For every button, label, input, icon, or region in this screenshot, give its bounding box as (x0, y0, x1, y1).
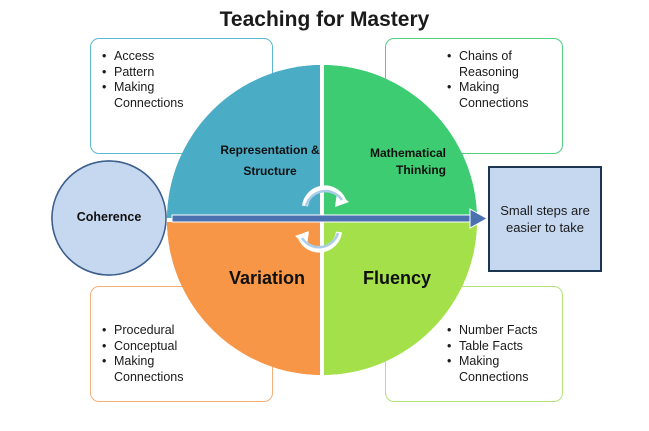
list-item: Procedural (101, 323, 272, 339)
list-item: Conceptual (101, 339, 272, 355)
box-bottom-left: Procedural Conceptual Making Connections (90, 286, 273, 402)
list-item: Pattern (101, 65, 272, 81)
label-fluency: Fluency (362, 268, 432, 288)
box-bottom-right: Number Facts Table Facts Making Connecti… (385, 286, 563, 402)
coherence-label: Coherence (76, 210, 142, 224)
list-bottom-right: Number Facts Table Facts Making Connecti… (446, 323, 562, 385)
list-item: Making Connections (446, 80, 539, 111)
box-top-right: Chains of Reasoning Making Connections (385, 38, 563, 154)
list-bottom-left: Procedural Conceptual Making Connections (101, 323, 272, 385)
list-item: Chains of Reasoning (446, 49, 529, 80)
list-item: Making Connections (101, 80, 194, 111)
box-top-left: Access Pattern Making Connections (90, 38, 273, 154)
diagram-title: Teaching for Mastery (219, 8, 430, 31)
list-item: Making Connections (446, 354, 539, 385)
label-thinking: Mathematical Thinking (369, 146, 446, 177)
label-variation: Variation (228, 268, 306, 288)
label-representation: Representation & Structure (220, 143, 320, 178)
small-steps-box: Small steps are easier to take (488, 166, 602, 272)
small-steps-text: Small steps are easier to take (500, 203, 590, 235)
list-top-left: Access Pattern Making Connections (101, 49, 272, 111)
list-item: Number Facts (446, 323, 562, 339)
list-item: Access (101, 49, 272, 65)
list-top-right: Chains of Reasoning Making Connections (446, 49, 562, 111)
list-item: Table Facts (446, 339, 562, 355)
list-item: Making Connections (101, 354, 194, 385)
